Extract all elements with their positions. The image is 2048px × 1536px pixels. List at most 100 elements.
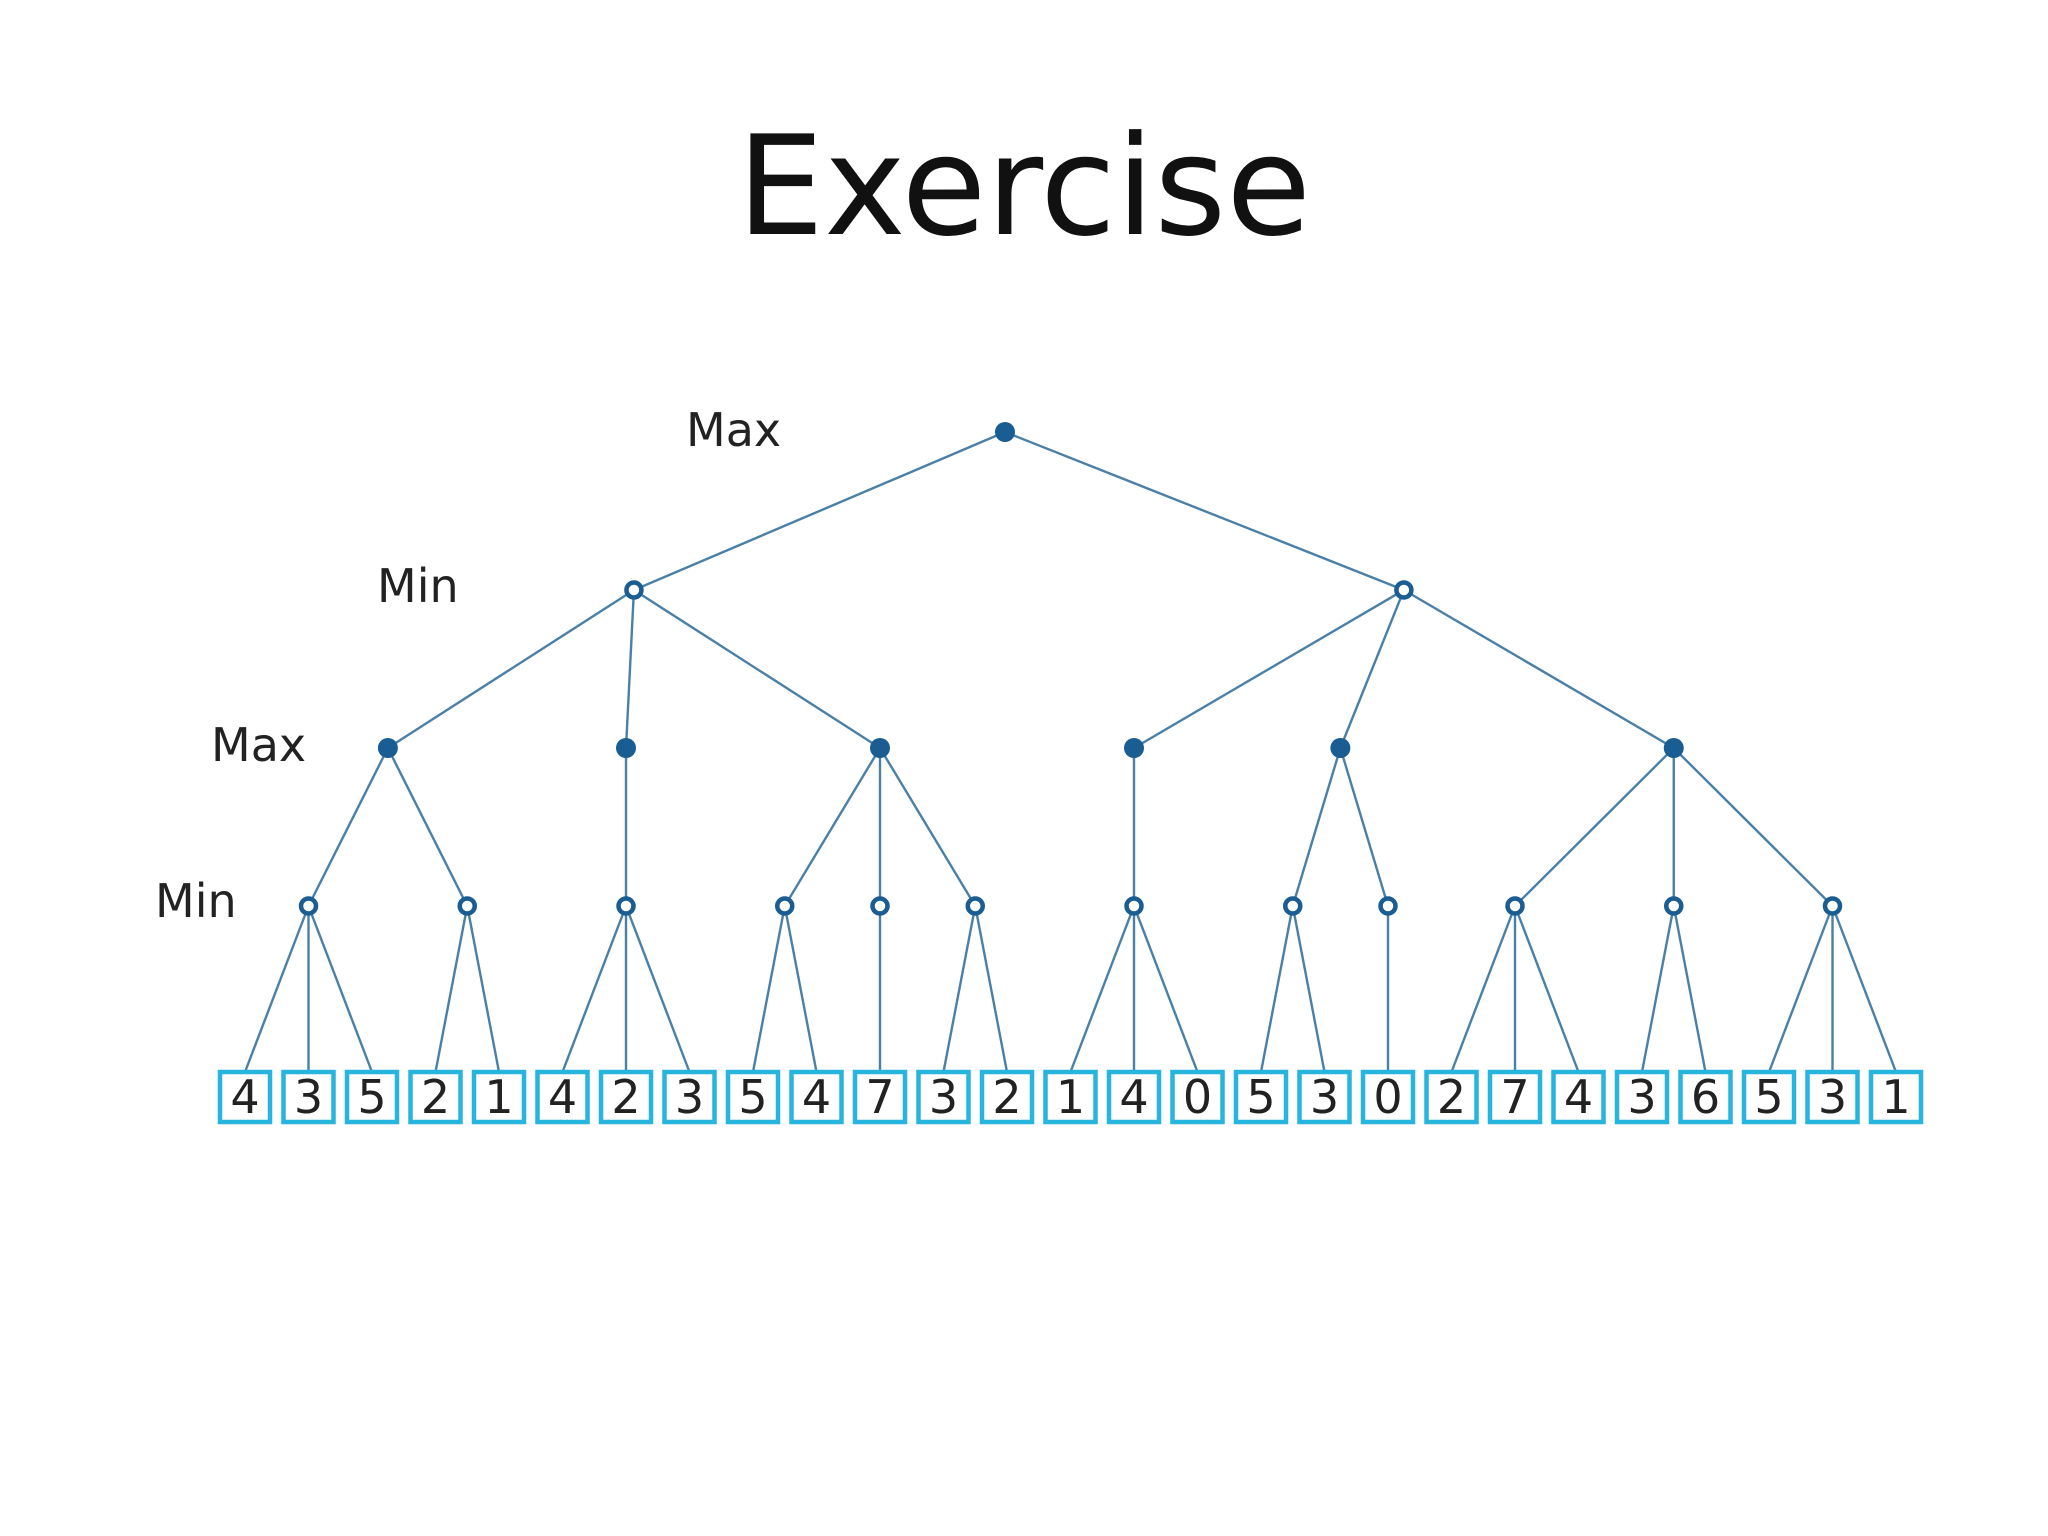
leaf-number: 3 (294, 1070, 323, 1124)
min-node (624, 580, 644, 600)
level-label-3: Min (155, 874, 237, 928)
leaf-box (725, 1069, 781, 1125)
tree-edge (1513, 905, 1580, 1073)
tree-edge (783, 747, 882, 907)
min-node (457, 896, 477, 916)
leaf-box (1868, 1069, 1924, 1125)
tree-edge (1291, 747, 1342, 907)
leaf-value: 5 (344, 1069, 400, 1125)
tree-edge (633, 430, 1006, 592)
leaf-number: 5 (1246, 1070, 1275, 1124)
tree-edge (783, 905, 818, 1073)
leaf-value: 3 (1297, 1069, 1352, 1125)
tree-edge (1133, 588, 1405, 750)
min-node (1124, 896, 1144, 916)
max-node (616, 738, 636, 758)
min-node (870, 896, 890, 916)
tree-edge (561, 905, 628, 1073)
tree-edge (387, 588, 635, 750)
tree-edge (1069, 905, 1136, 1073)
leaf-box (281, 1069, 336, 1125)
leaf-box (217, 1069, 273, 1125)
max-node (870, 738, 890, 758)
leaf-box (1805, 1069, 1860, 1125)
leaf-number: 5 (1754, 1070, 1783, 1124)
tree-edge (1514, 747, 1675, 907)
max-node (1330, 738, 1351, 758)
leaf-value: 4 (1106, 1069, 1162, 1125)
leaf-box (408, 1069, 463, 1125)
leaf-box (344, 1069, 400, 1125)
leaf-value: 4 (1551, 1069, 1606, 1125)
min-node (298, 896, 319, 916)
leaf-box (535, 1069, 590, 1125)
leaf-value: 2 (598, 1069, 654, 1125)
min-node (1822, 896, 1843, 916)
leaf-number: 4 (548, 1070, 577, 1124)
leaf-box (1614, 1069, 1670, 1125)
leaf-value: 5 (725, 1069, 781, 1125)
tree-edge (624, 589, 636, 749)
leaf-value: 3 (662, 1069, 717, 1125)
tree-edge (624, 905, 691, 1073)
leaf-box (1487, 1069, 1543, 1125)
min-node (1283, 896, 1303, 916)
max-node (1124, 738, 1144, 758)
leaf-number: 2 (992, 1070, 1021, 1124)
leaf-box (979, 1069, 1035, 1125)
min-node (1664, 896, 1684, 916)
tree-edge (1291, 905, 1326, 1073)
leaf-number: 3 (675, 1070, 704, 1124)
leaf-value: 1 (1868, 1069, 1924, 1125)
level-label-0: Max (686, 403, 781, 457)
leaf-box (1551, 1069, 1606, 1125)
min-node (616, 896, 636, 916)
leaf-number: 4 (802, 1070, 831, 1124)
tree-edge (1767, 905, 1834, 1073)
leaf-box (1741, 1069, 1797, 1125)
leaf-box (1233, 1069, 1289, 1125)
level-label-1: Min (377, 559, 459, 613)
leaf-number: 2 (421, 1070, 450, 1124)
leaf-box (1678, 1069, 1733, 1125)
leaf-value: 4 (535, 1069, 590, 1125)
leaf-number: 2 (1437, 1070, 1466, 1124)
leaf-box (1360, 1069, 1416, 1125)
leaf-value: 2 (1424, 1069, 1479, 1125)
tree-edge (1403, 588, 1675, 750)
leaf-number: 3 (929, 1070, 958, 1124)
tree-edge (1259, 905, 1294, 1073)
tree-edge (878, 747, 977, 907)
min-node (965, 896, 985, 916)
leaf-number: 0 (1183, 1070, 1212, 1124)
leaf-value: 0 (1170, 1069, 1225, 1125)
leaf-number: 4 (1119, 1070, 1148, 1124)
leaf-value: 2 (408, 1069, 463, 1125)
leaf-box (1297, 1069, 1352, 1125)
tree-edge (1132, 905, 1199, 1073)
min-node (1394, 580, 1414, 600)
tree-edge (1672, 905, 1707, 1073)
leaf-value: 5 (1741, 1069, 1797, 1125)
leaf-number: 7 (865, 1070, 894, 1124)
leaf-value: 3 (1805, 1069, 1860, 1125)
leaf-number: 1 (1881, 1070, 1910, 1124)
level-labels: Max Min Max Min (155, 403, 781, 928)
leaf-value: 6 (1678, 1069, 1733, 1125)
leaf-value: 1 (471, 1069, 527, 1125)
leaf-box (789, 1069, 844, 1125)
tree-edge (633, 588, 881, 750)
tree-edges (243, 430, 1898, 1073)
tree-edge (307, 747, 389, 907)
leaf-number: 0 (1373, 1070, 1402, 1124)
leaf-number: 4 (1564, 1070, 1593, 1124)
max-node (1663, 738, 1684, 758)
tree-edge (1640, 905, 1675, 1073)
leaf-box (852, 1069, 908, 1125)
leaf-value: 1 (1043, 1069, 1098, 1125)
leaf-value: 7 (1487, 1069, 1543, 1125)
leaf-value: 7 (852, 1069, 908, 1125)
tree-edge (751, 905, 786, 1073)
leaf-box (662, 1069, 717, 1125)
